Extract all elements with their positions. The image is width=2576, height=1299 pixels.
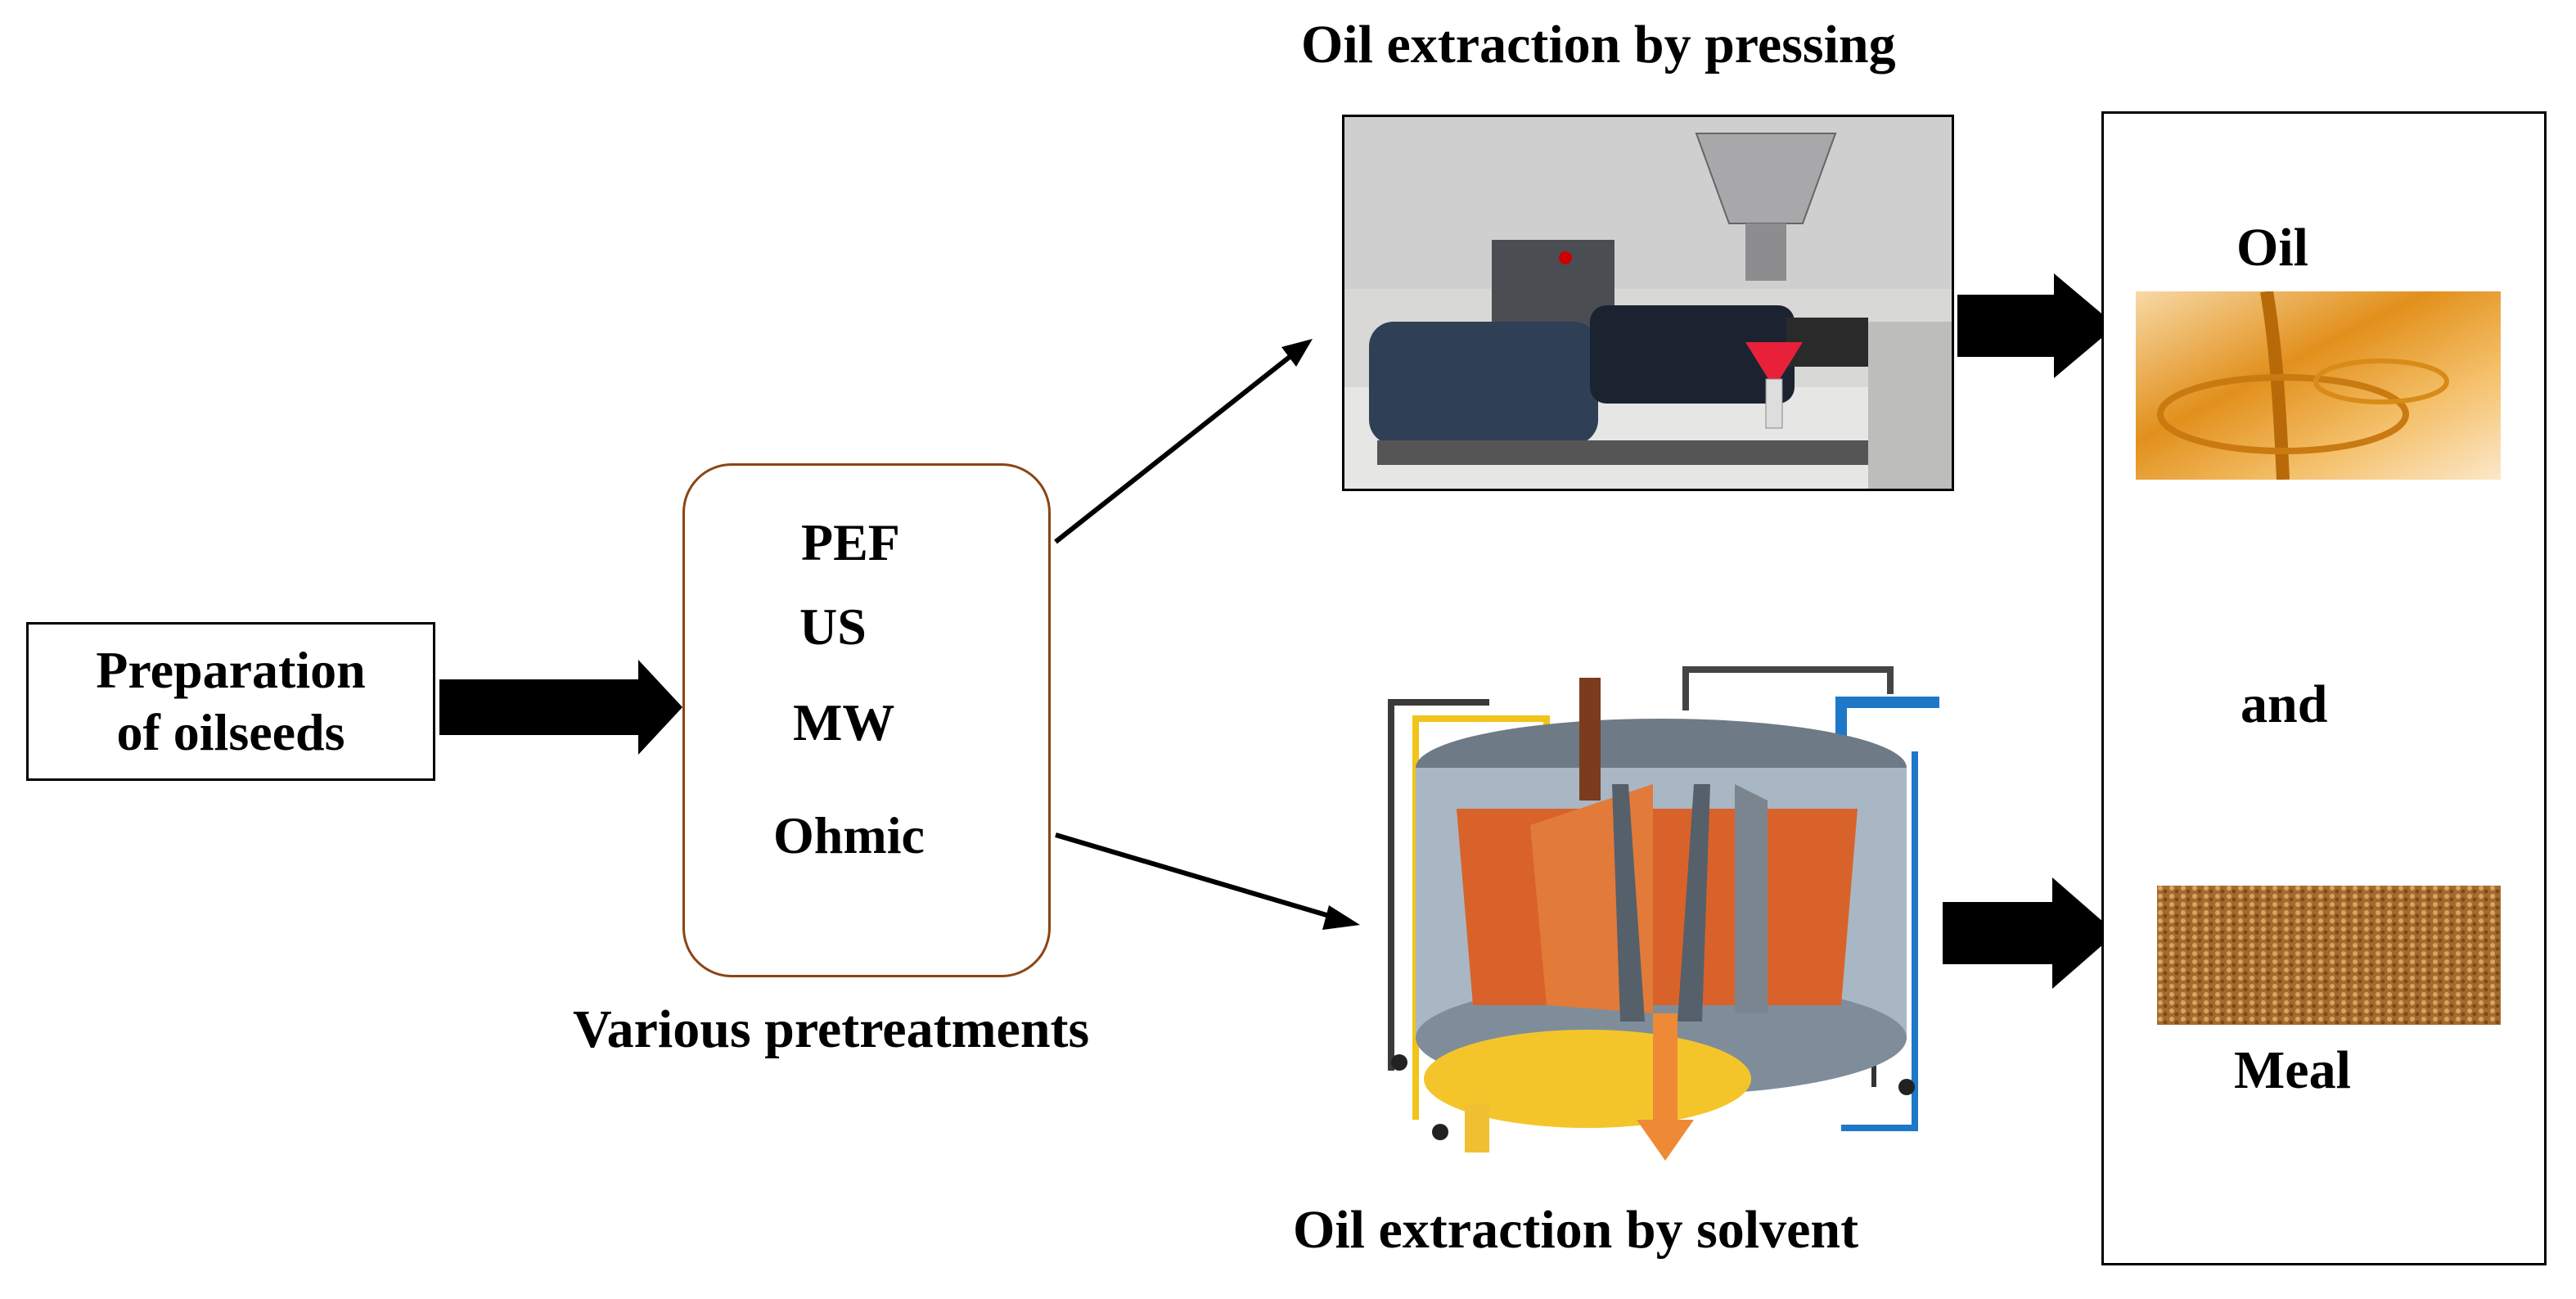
pretreatment-box: PEF US MW Ohmic	[682, 463, 1051, 977]
pretreatments-caption: Various pretreatments	[573, 999, 1090, 1059]
thin-arrow-to-solvent	[1055, 832, 1360, 930]
pressing-title: Oil extraction by pressing	[1301, 15, 1896, 74]
output-meal-label: Meal	[2234, 1040, 2351, 1100]
pretreatment-mw: MW	[793, 693, 895, 751]
output-and-label: and	[2240, 674, 2328, 734]
pretreatment-ohmic: Ohmic	[773, 806, 925, 864]
preparation-label-line1: Preparation	[96, 641, 366, 700]
oil-photo	[2136, 291, 2501, 480]
screw-press-photo	[1342, 115, 1954, 491]
thick-arrow-prep	[439, 660, 682, 755]
preparation-box: Preparation of oilseeds	[26, 622, 435, 781]
solvent-title: Oil extraction by solvent	[1293, 1200, 1859, 1260]
meal-photo	[2157, 886, 2501, 1025]
preparation-label-line2: of oilseeds	[116, 703, 345, 761]
output-oil-label: Oil	[2236, 218, 2309, 277]
thick-arrow-solvent-to-output	[1943, 877, 2116, 989]
thin-arrow-to-press	[1054, 339, 1313, 544]
pretreatment-us: US	[799, 598, 867, 656]
thick-arrow-press-to-output	[1957, 273, 2116, 378]
solvent-extractor-illustration	[1383, 661, 1948, 1169]
pretreatment-pef: PEF	[801, 513, 900, 571]
